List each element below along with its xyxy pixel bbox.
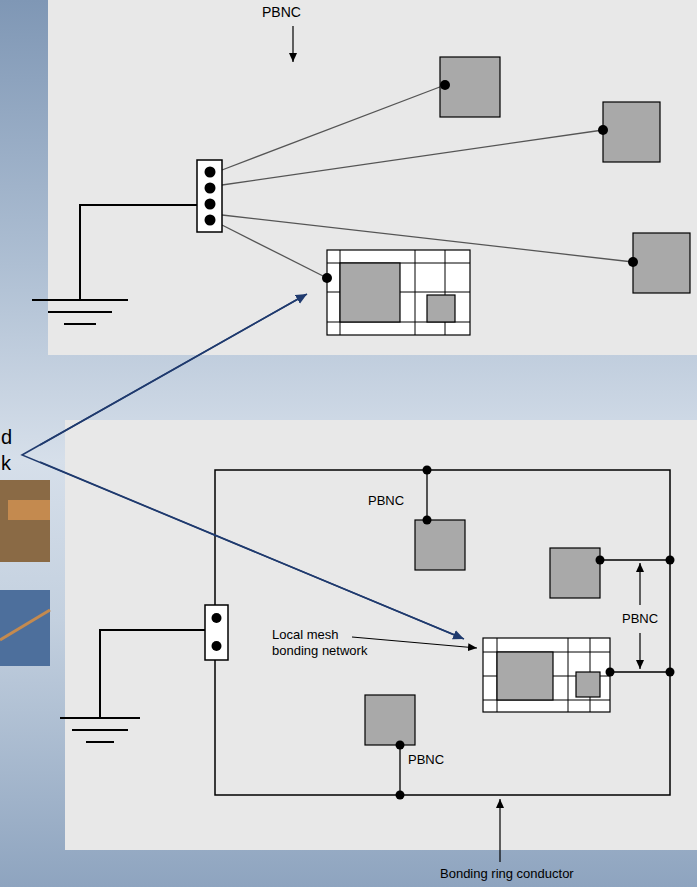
bond-dots: [396, 466, 675, 800]
photo: [0, 480, 50, 562]
bottom-panel: [65, 420, 697, 850]
terminal-block: [197, 160, 222, 232]
callout-label: PBNC: [368, 493, 404, 509]
bonding-ring: [215, 470, 670, 795]
terminal-block: [205, 605, 228, 660]
mesh-network: [483, 638, 610, 712]
photo: [0, 610, 50, 640]
ground-symbol: [32, 205, 197, 324]
pointer-arrow: [292, 26, 293, 62]
bonding-conductors: [400, 470, 670, 795]
ground-symbol: [60, 630, 205, 742]
top-panel: [48, 0, 697, 355]
bonding-conductors: [222, 85, 633, 278]
photo: [8, 500, 50, 520]
callout-label: Local mesh bonding network: [272, 627, 380, 658]
text-fragment: d: [1, 425, 12, 449]
pointer-arrow: [639, 563, 640, 605]
photo: [0, 590, 50, 666]
callout-label: PBNC: [622, 611, 658, 627]
leader-arrow: [499, 799, 500, 862]
mesh-network: [327, 250, 470, 335]
equipment-boxes: [440, 57, 690, 293]
bond-dots: [322, 80, 638, 283]
callout-arrow: [40, 462, 464, 639]
callout-arrow: [40, 294, 307, 445]
text-fragment: k: [1, 451, 11, 475]
callout-lines: [22, 295, 462, 638]
leader-arrow: [352, 637, 477, 648]
pointer-arrow: [639, 633, 640, 669]
callout-label: PBNC: [262, 4, 301, 21]
callout-label: Bonding ring conductor: [440, 866, 574, 882]
callout-label: PBNC: [408, 752, 444, 768]
